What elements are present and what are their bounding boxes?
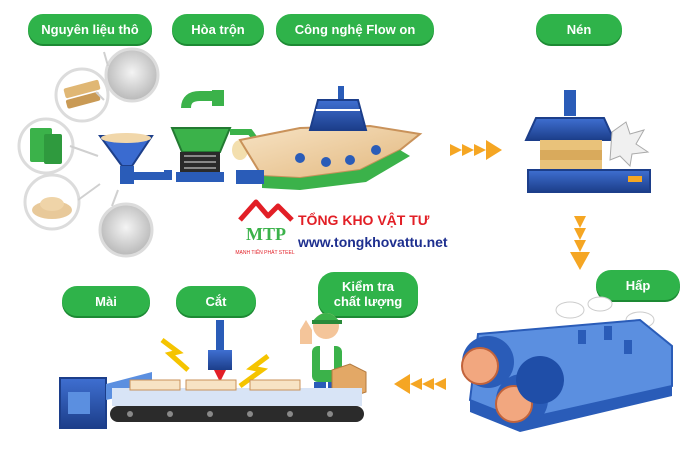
raw-materials-group <box>17 47 172 258</box>
step-flow-on-label: Công nghệ Flow on <box>276 14 434 44</box>
brand-logo: MTP MẠNH TIẾN PHÁT STEEL <box>234 196 296 260</box>
grinder-conveyor-icon <box>59 372 364 429</box>
steam-autoclave-icon <box>461 296 673 432</box>
arrow-icon <box>450 140 502 160</box>
step-pressing-label: Nén <box>536 14 622 44</box>
brand-website: www.tongkhovattu.net <box>298 234 448 250</box>
stone-bubble <box>98 202 154 258</box>
arrow-icon-down <box>570 216 590 270</box>
conveyor-icon <box>236 86 423 190</box>
press-icon <box>524 90 651 193</box>
brand-name: TỔNG KHO VẬT TƯ <box>298 212 430 228</box>
step-mixing-label: Hòa trộn <box>172 14 264 44</box>
step-raw-materials-label: Nguyên liệu thô <box>28 14 152 44</box>
logo-subtext: MẠNH TIẾN PHÁT STEEL <box>235 249 294 256</box>
worker-icon <box>300 313 367 399</box>
arrow-icon-left <box>394 374 446 394</box>
mixer-icon <box>170 90 259 182</box>
logo-text: MTP <box>246 224 286 244</box>
step-steaming-label: Hấp <box>596 270 680 300</box>
step-cutting-label: Cắt <box>176 286 256 316</box>
step-grinding-label: Mài <box>62 286 150 316</box>
step-quality-check-label: Kiểm tra chất lượng <box>318 272 418 316</box>
cement-bubble <box>104 47 160 103</box>
